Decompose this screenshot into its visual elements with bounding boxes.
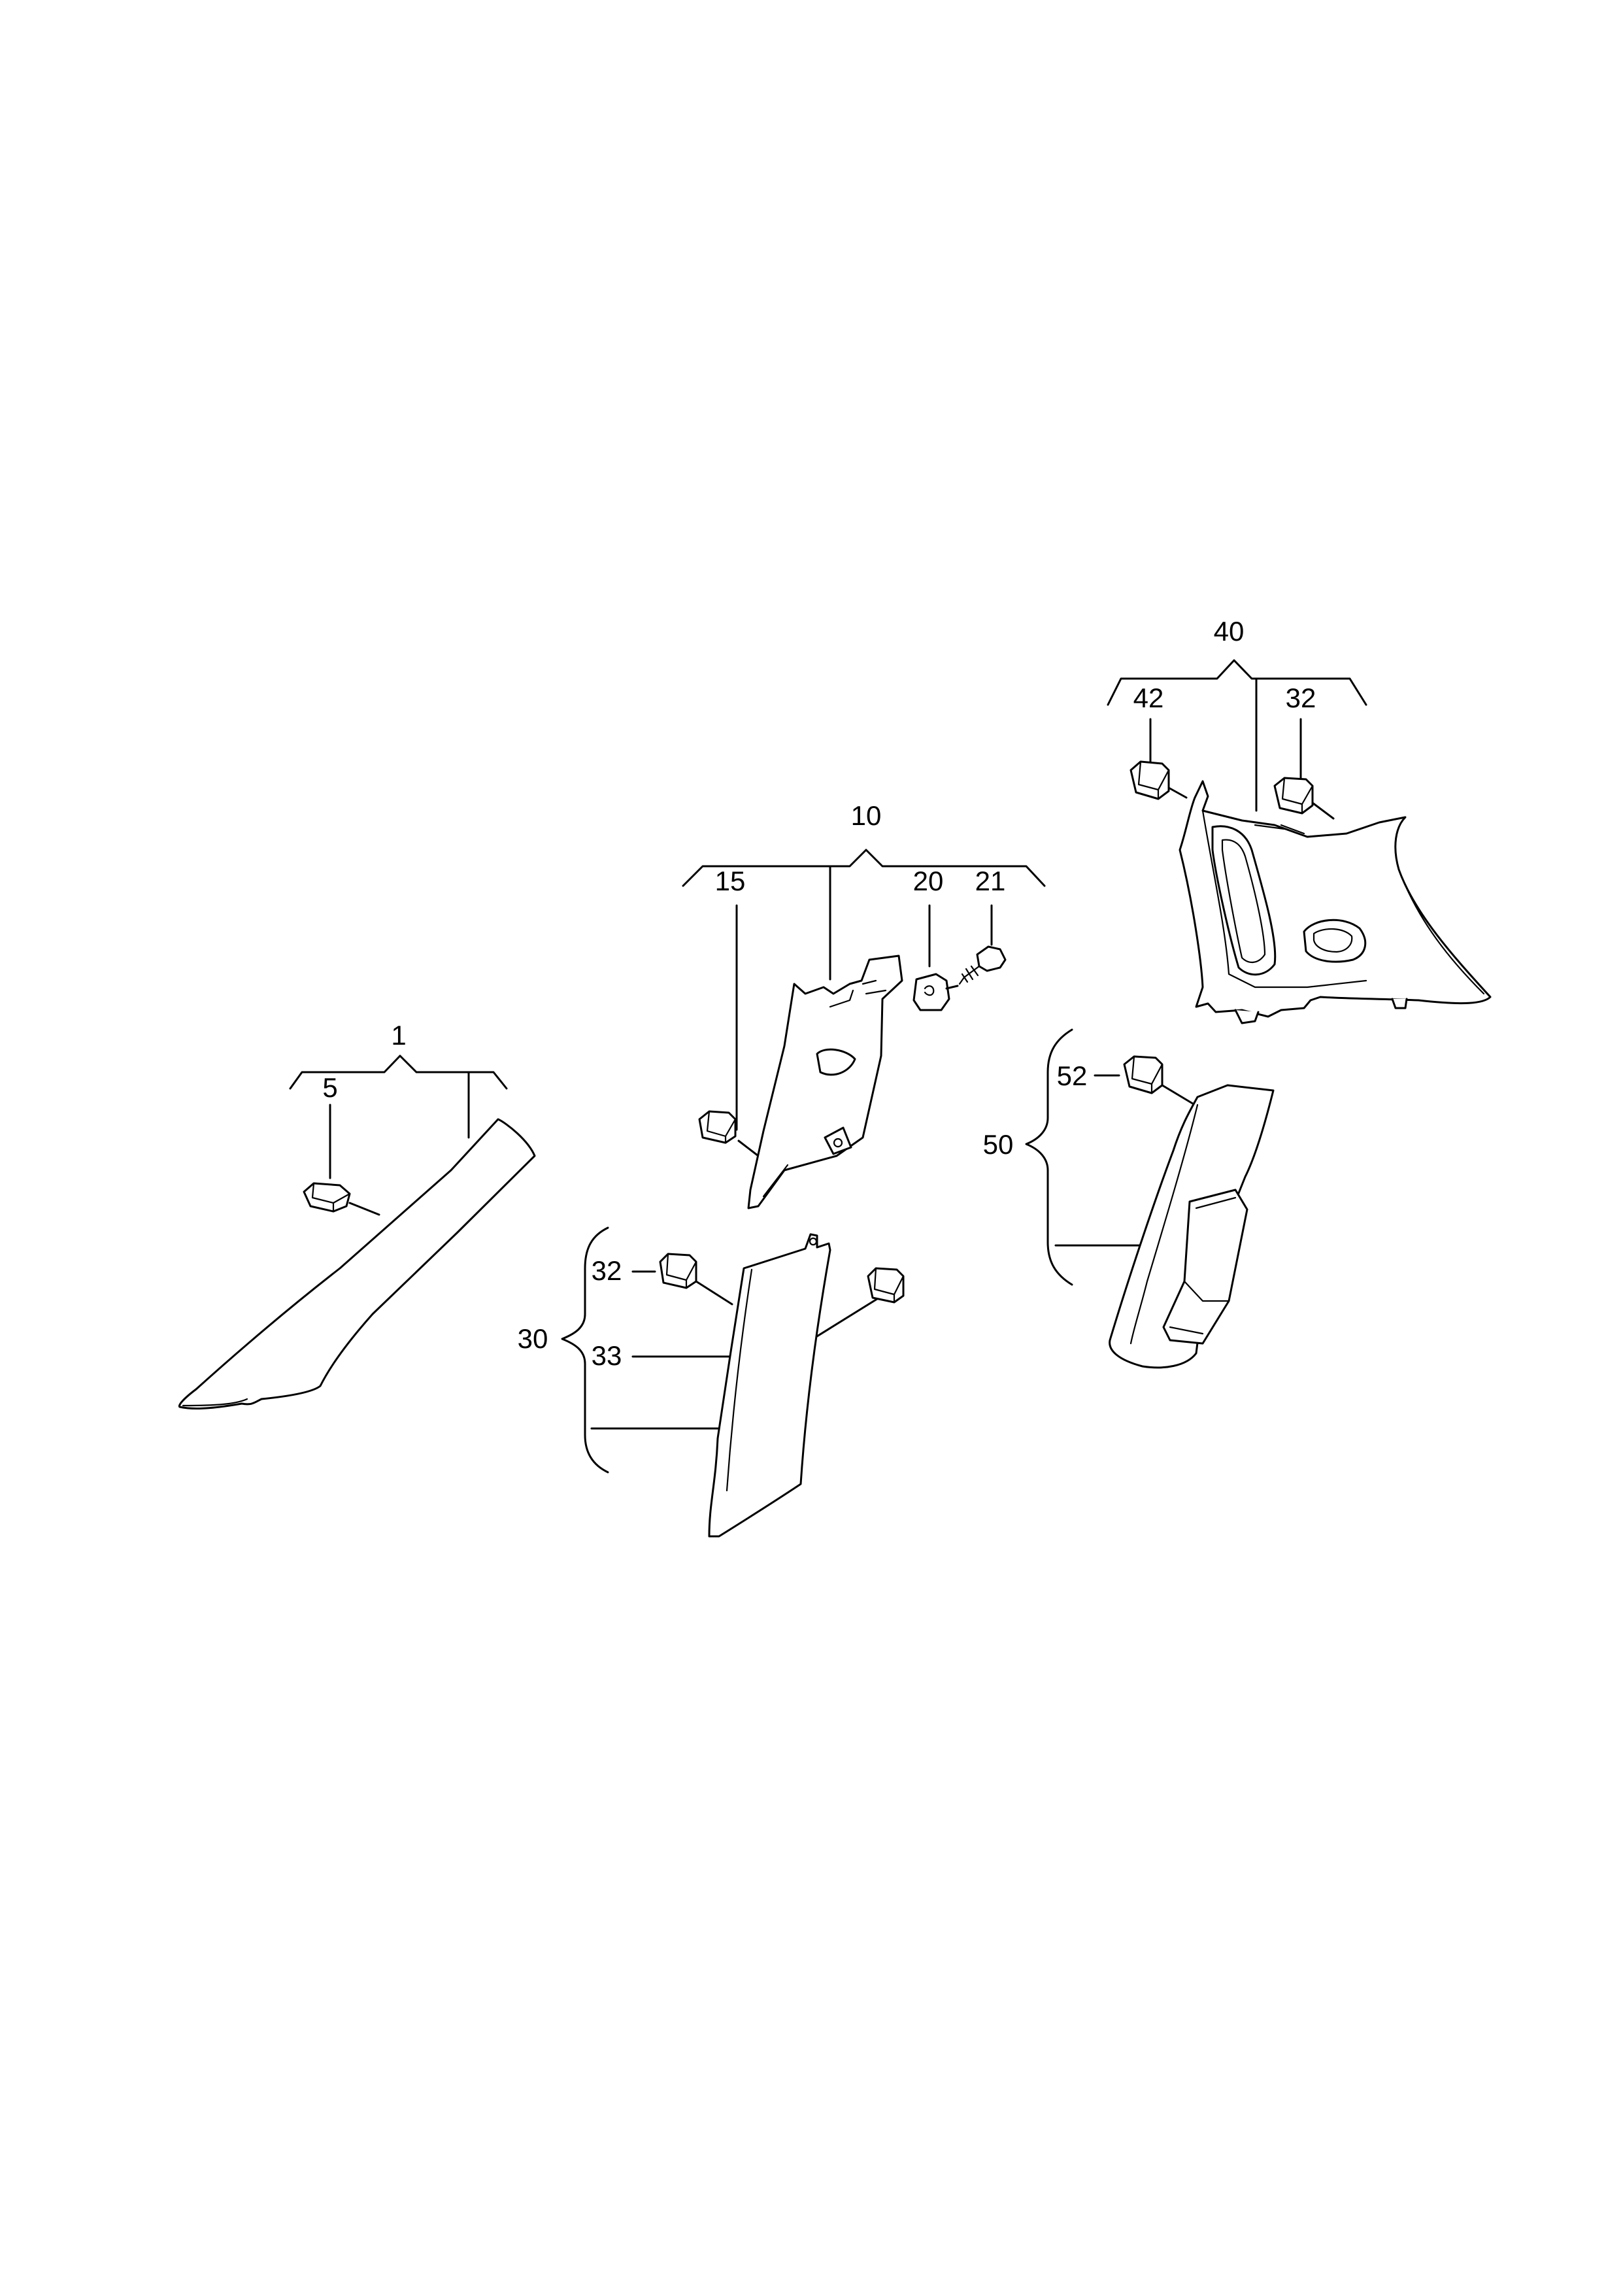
callout-32b[interactable]: 32 bbox=[1286, 683, 1316, 713]
callout-32a[interactable]: 32 bbox=[592, 1255, 622, 1286]
clip-32b bbox=[1273, 777, 1314, 815]
leader-5b bbox=[348, 1202, 380, 1216]
callout-42[interactable]: 42 bbox=[1133, 683, 1164, 713]
leader-15b bbox=[737, 1140, 760, 1157]
clip-52 bbox=[1123, 1055, 1163, 1094]
callout-52[interactable]: 52 bbox=[1057, 1060, 1088, 1091]
part-group-1: 1 5 bbox=[178, 1020, 536, 1410]
part-group-50: 50 52 bbox=[983, 1028, 1275, 1369]
callout-33[interactable]: 33 bbox=[592, 1340, 622, 1371]
clip-5 bbox=[303, 1182, 351, 1213]
leader-32a-b bbox=[695, 1280, 733, 1306]
leader-52b bbox=[1161, 1084, 1196, 1106]
part-group-30: 30 32 33 bbox=[518, 1226, 905, 1538]
leader-42b bbox=[1167, 786, 1188, 799]
clip-32a bbox=[659, 1253, 697, 1289]
bracket-50 bbox=[1025, 1028, 1073, 1286]
part-group-10: 10 15 20 21 bbox=[682, 800, 1046, 1209]
bracket-40 bbox=[1107, 659, 1367, 706]
clip-42 bbox=[1129, 760, 1170, 800]
c-pillar-trim bbox=[1179, 780, 1492, 1024]
callout-5[interactable]: 5 bbox=[322, 1072, 337, 1103]
callout-40[interactable]: 40 bbox=[1214, 616, 1245, 647]
leader-20b bbox=[945, 985, 959, 990]
c-pillar-lower-trim bbox=[1109, 1084, 1275, 1369]
callout-30[interactable]: 30 bbox=[518, 1323, 548, 1354]
b-pillar-upper-trim bbox=[747, 954, 903, 1209]
clip-15 bbox=[698, 1110, 737, 1144]
callout-1[interactable]: 1 bbox=[391, 1020, 406, 1051]
callout-10[interactable]: 10 bbox=[851, 800, 882, 831]
leader-32b-b bbox=[1311, 802, 1335, 820]
b-pillar-lower-trim bbox=[708, 1233, 831, 1538]
clip-20 bbox=[912, 973, 950, 1011]
callout-20[interactable]: 20 bbox=[913, 866, 944, 896]
part-group-40: 40 42 32 bbox=[1107, 616, 1492, 1024]
bracket-10 bbox=[682, 849, 1046, 887]
callout-21[interactable]: 21 bbox=[975, 866, 1006, 896]
bracket-1 bbox=[289, 1055, 508, 1090]
a-pillar-trim bbox=[178, 1118, 536, 1410]
callout-15[interactable]: 15 bbox=[715, 866, 746, 896]
screw-21 bbox=[958, 945, 1007, 985]
clip-33 bbox=[867, 1267, 905, 1304]
callout-50[interactable]: 50 bbox=[983, 1129, 1014, 1160]
bracket-30 bbox=[561, 1226, 609, 1474]
